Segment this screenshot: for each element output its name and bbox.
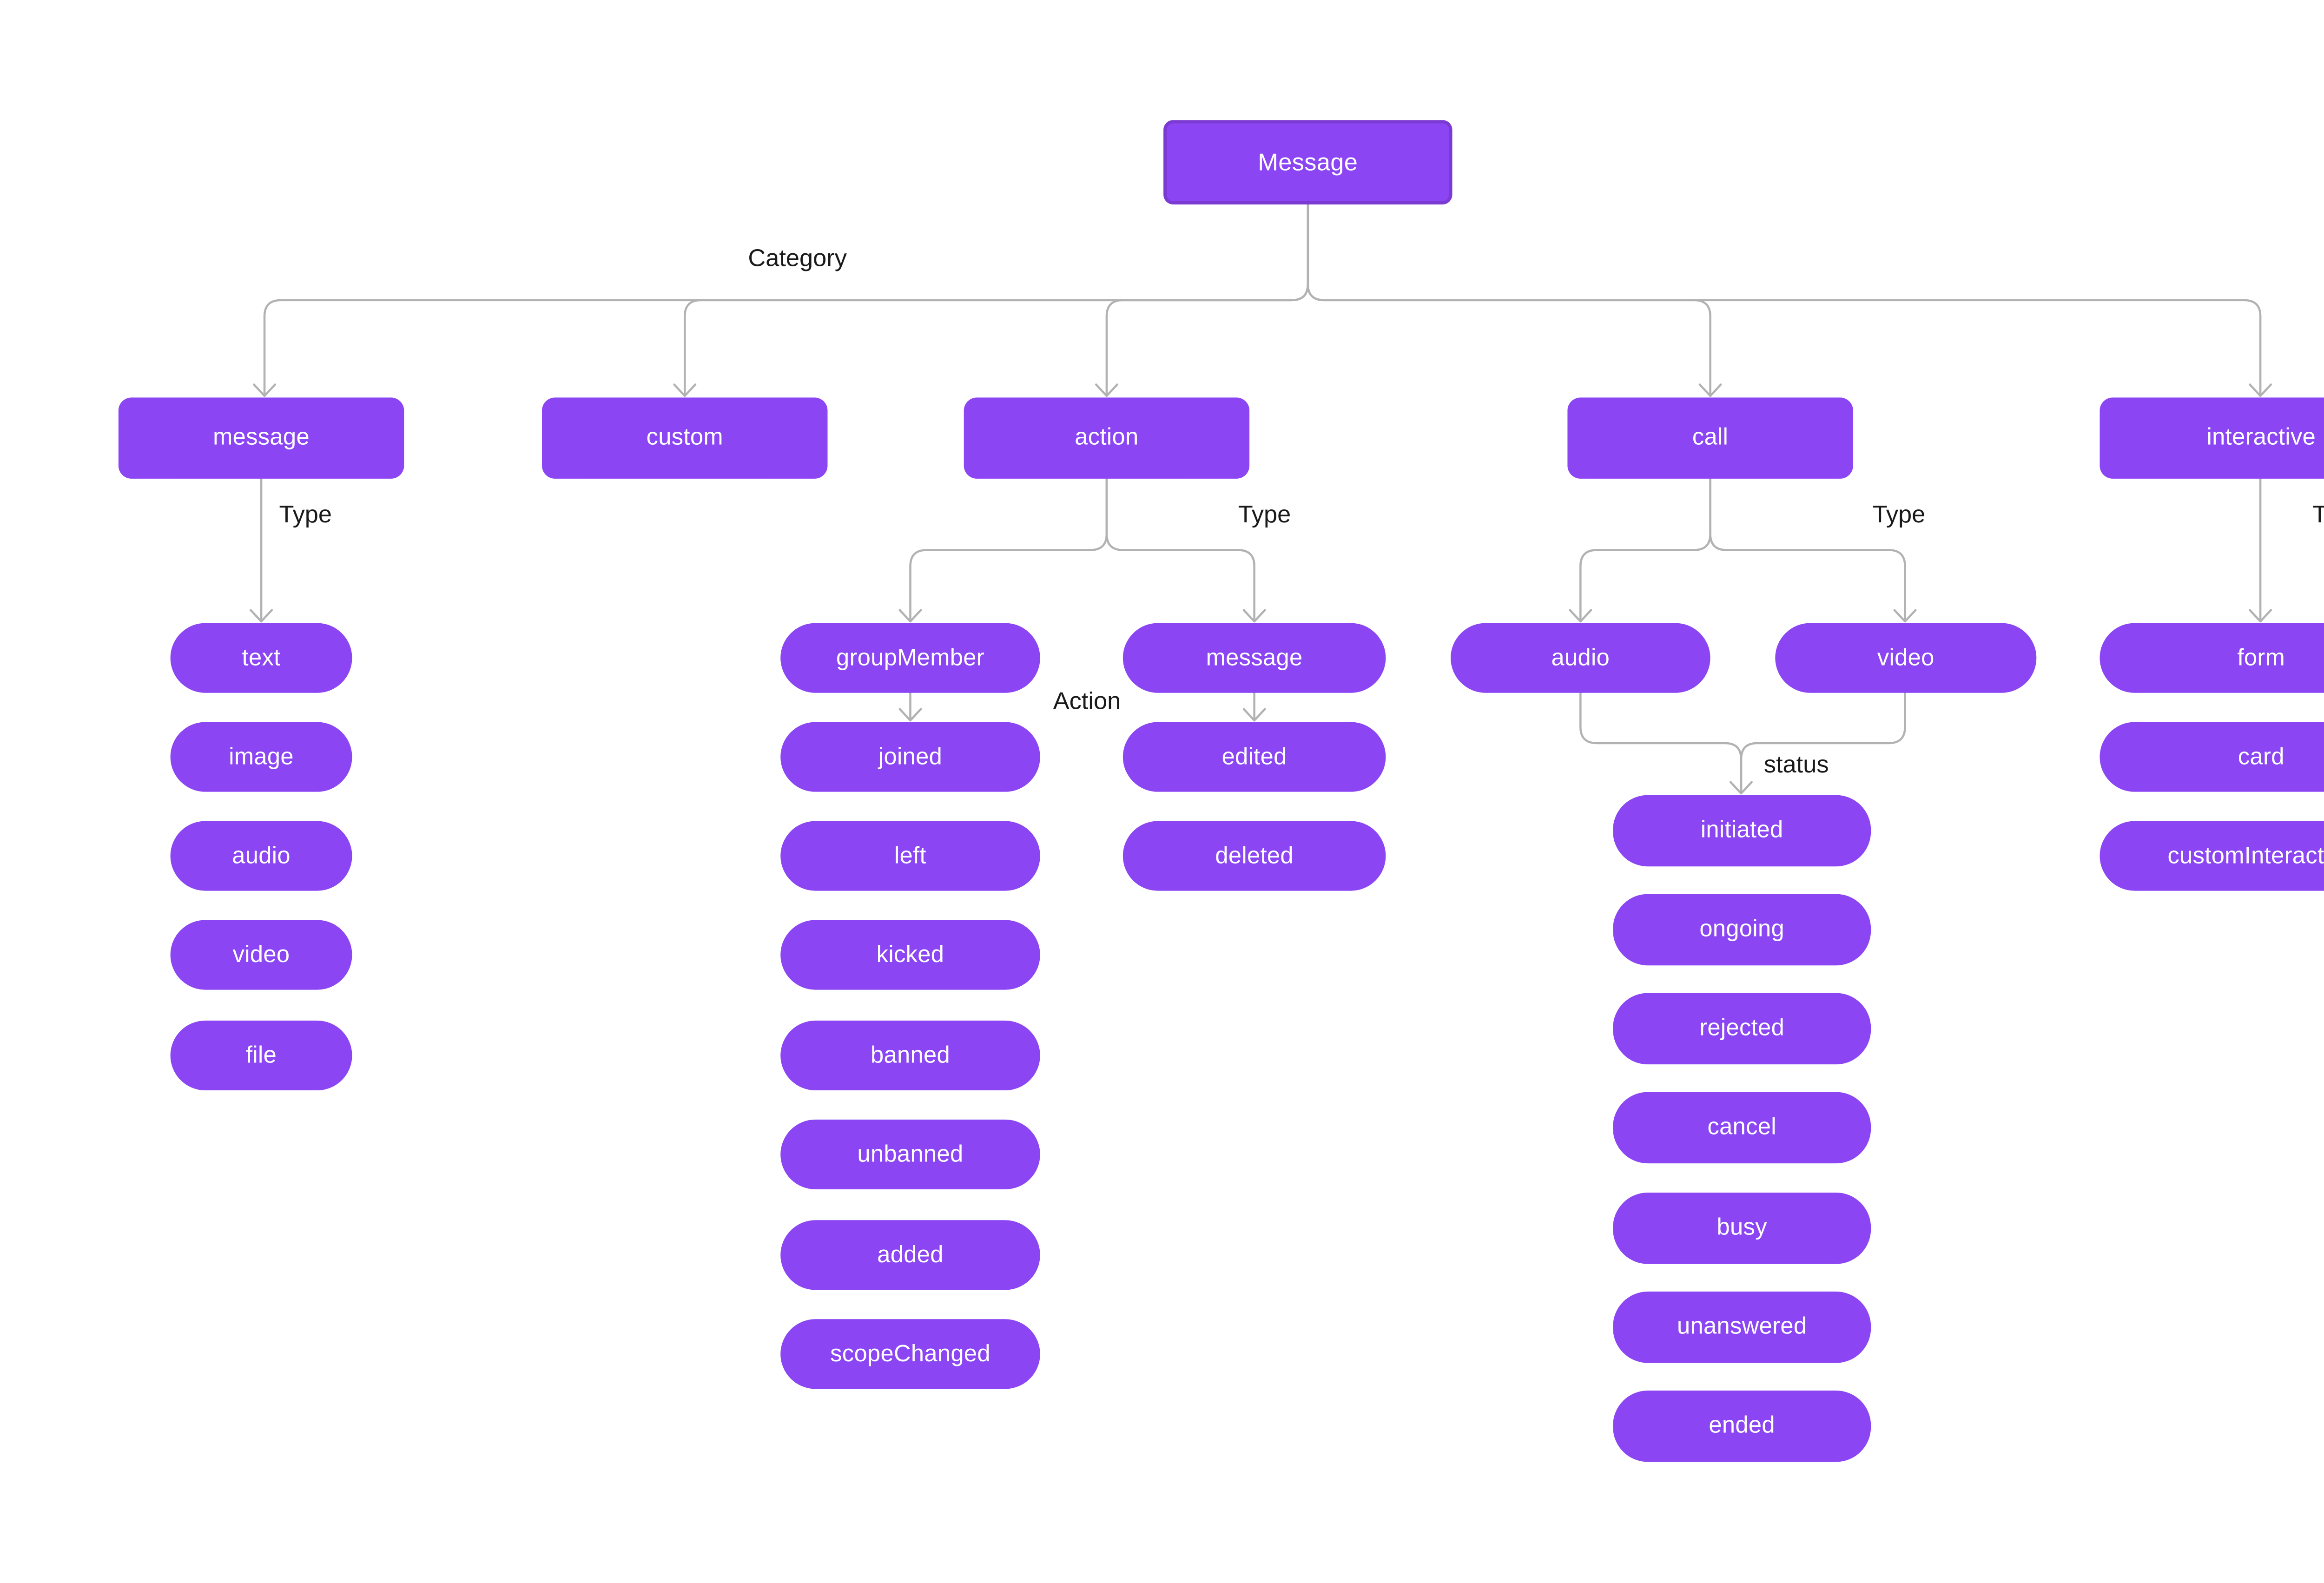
node-added[interactable]: added: [780, 1220, 1040, 1290]
node-busy[interactable]: busy: [1613, 1192, 1871, 1264]
node-group-member[interactable]: groupMember: [780, 623, 1040, 693]
node-category-interactive[interactable]: interactive: [2100, 397, 2324, 479]
node-category-action[interactable]: action: [964, 397, 1250, 479]
edge-action-to-message-pill: [1105, 477, 1266, 623]
edge-label-type-action: Type: [1238, 501, 1291, 529]
node-kicked[interactable]: kicked: [780, 920, 1040, 990]
edge-root-to-action: [1095, 203, 1309, 397]
node-card[interactable]: card: [2100, 722, 2324, 792]
node-joined[interactable]: joined: [780, 722, 1040, 792]
node-call-video[interactable]: video: [1775, 623, 2037, 693]
edge-label-type-interactive: Type: [2312, 501, 2324, 529]
edge-label-type-message: Type: [279, 501, 332, 529]
edge-action-to-groupmember: [898, 477, 1108, 623]
edge-message-to-text: [250, 477, 273, 623]
edge-audio-to-status: [1579, 692, 1743, 794]
node-scope-changed[interactable]: scopeChanged: [780, 1319, 1040, 1389]
node-category-message[interactable]: message: [118, 397, 404, 479]
edge-label-type-call: Type: [1872, 501, 1926, 529]
node-category-call[interactable]: call: [1567, 397, 1853, 479]
edge-video-to-status: [1740, 692, 1906, 794]
node-unanswered[interactable]: unanswered: [1613, 1291, 1871, 1363]
node-deleted[interactable]: deleted: [1122, 821, 1386, 891]
edge-label-category: Category: [748, 245, 847, 273]
node-ongoing[interactable]: ongoing: [1613, 894, 1871, 966]
node-message-root[interactable]: Message: [1163, 120, 1452, 204]
node-video[interactable]: video: [170, 920, 352, 990]
node-category-custom[interactable]: custom: [542, 397, 828, 479]
edge-root-to-interactive: [1307, 203, 2272, 397]
node-call-audio[interactable]: audio: [1451, 623, 1710, 693]
edge-label-action: Action: [1053, 688, 1121, 716]
arrowhead-call-status: [1729, 781, 1753, 795]
node-audio[interactable]: audio: [170, 821, 352, 891]
node-edited[interactable]: edited: [1122, 722, 1386, 792]
edge-call-to-video: [1709, 477, 1917, 623]
edge-interactive-to-form: [2249, 477, 2272, 623]
node-rejected[interactable]: rejected: [1613, 993, 1871, 1065]
edge-groupmember-to-joined: [898, 692, 922, 722]
node-banned[interactable]: banned: [780, 1020, 1040, 1091]
node-image[interactable]: image: [170, 722, 352, 792]
node-left[interactable]: left: [780, 821, 1040, 891]
node-text[interactable]: text: [170, 623, 352, 693]
node-custom-interactive[interactable]: customInteractive: [2100, 821, 2324, 891]
node-action-message[interactable]: message: [1122, 623, 1386, 693]
node-initiated[interactable]: initiated: [1613, 795, 1871, 867]
edge-label-status: status: [1763, 751, 1829, 779]
node-cancel[interactable]: cancel: [1613, 1092, 1871, 1164]
edge-call-to-audio: [1569, 477, 1711, 623]
node-form[interactable]: form: [2100, 623, 2324, 693]
node-file[interactable]: file: [170, 1020, 352, 1091]
node-unbanned[interactable]: unbanned: [780, 1119, 1040, 1189]
edge-message-pill-to-edited: [1242, 692, 1266, 722]
node-ended[interactable]: ended: [1613, 1390, 1871, 1462]
